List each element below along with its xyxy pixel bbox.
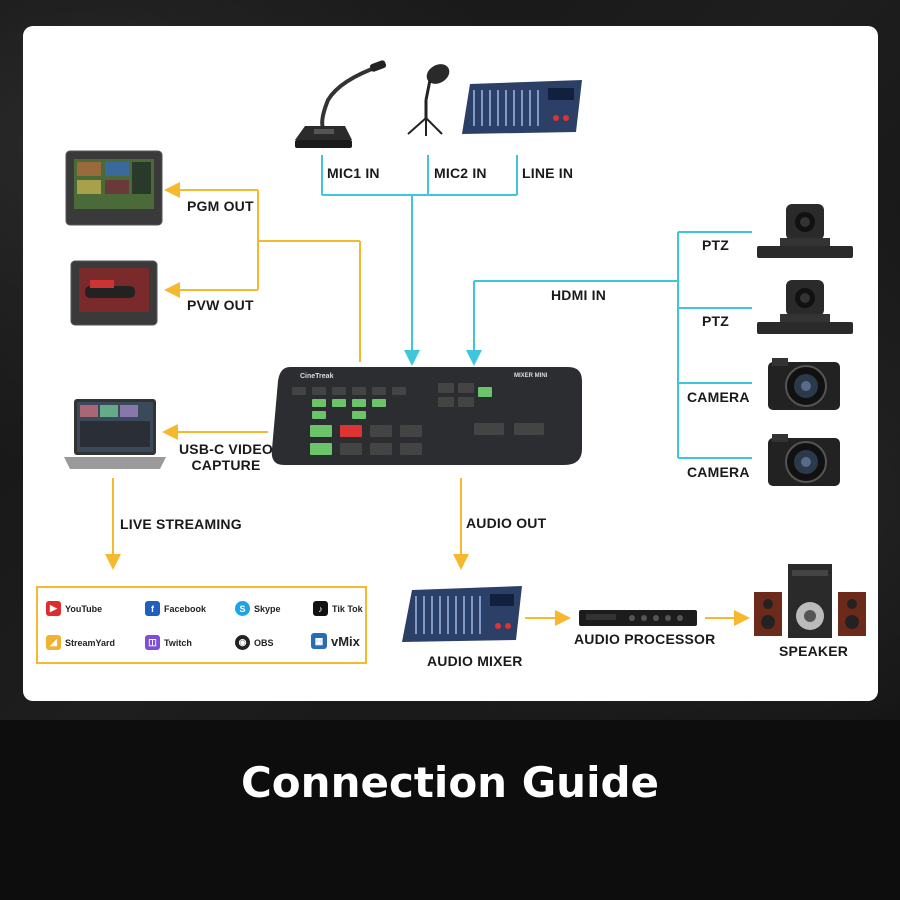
live-streaming-label: LIVE STREAMING: [120, 516, 242, 532]
facebook-icon: f: [145, 601, 160, 616]
vmix-icon: ▦: [311, 633, 327, 649]
usbc-capture-label-line1: USB-C VIDEO: [179, 441, 273, 457]
line-in-label: LINE IN: [522, 165, 574, 181]
speaker-label: SPEAKER: [779, 643, 849, 659]
platform-label: OBS: [254, 637, 274, 648]
hdmi-in-label: HDMI IN: [551, 287, 607, 303]
platform-skype: S Skype: [235, 601, 281, 616]
capture-output-lines: [105, 424, 268, 570]
monitor-output-lines: [164, 182, 361, 362]
platform-vmix: ▦ vMix: [311, 633, 360, 649]
line-mixer: [462, 80, 582, 134]
platform-label: Twitch: [164, 637, 192, 648]
platform-label: YouTube: [65, 603, 103, 614]
pvw-monitor: [70, 260, 158, 326]
audio-processor: [579, 610, 697, 626]
gooseneck-microphone: [295, 60, 387, 148]
camera-label-1: CAMERA: [687, 389, 750, 405]
tiktok-icon: ♪: [313, 601, 328, 616]
ptz-camera-1: [757, 204, 853, 258]
platform-obs: ◉ OBS: [235, 635, 274, 650]
platform-label: Skype: [254, 603, 281, 614]
streamyard-icon: ◢: [46, 635, 61, 650]
connection-lines: [105, 155, 752, 626]
page-title: Connection Guide: [240, 758, 660, 807]
camera-label-2: CAMERA: [687, 464, 750, 480]
diagram-card: [23, 26, 878, 701]
streaming-platforms-box: [36, 586, 367, 664]
platform-facebook: f Facebook: [145, 601, 206, 616]
ptz-label-1: PTZ: [702, 237, 730, 253]
pgm-out-label: PGM OUT: [187, 198, 254, 214]
mic1-in-label: MIC1 IN: [327, 165, 380, 181]
youtube-icon: ▶: [46, 601, 61, 616]
platform-twitch: ◫ Twitch: [145, 635, 192, 650]
platform-label: StreamYard: [65, 637, 116, 648]
twitch-icon: ◫: [145, 635, 160, 650]
mic-input-lines: [321, 155, 518, 366]
platform-label: Facebook: [164, 603, 207, 614]
platform-label: Tik Tok: [332, 603, 363, 614]
mic2-in-label: MIC2 IN: [434, 165, 487, 181]
skype-icon: S: [235, 601, 250, 616]
video-switcher: CineTreak MIXER MINI: [271, 367, 582, 465]
switcher-brand: CineTreak: [300, 373, 334, 380]
audio-mixer: [402, 586, 522, 642]
audio-mixer-label: AUDIO MIXER: [427, 653, 523, 669]
pvw-out-label: PVW OUT: [187, 297, 254, 313]
audio-processor-label: AUDIO PROCESSOR: [574, 631, 716, 647]
camera-2: [768, 434, 840, 486]
pgm-monitor: [65, 150, 163, 226]
ptz-camera-2: [757, 280, 853, 334]
switcher-model: MIXER MINI: [514, 373, 548, 379]
ptz-label-2: PTZ: [702, 313, 730, 329]
obs-icon: ◉: [235, 635, 250, 650]
studio-microphone: [407, 64, 450, 136]
audio-out-label: AUDIO OUT: [466, 515, 547, 531]
platform-label: vMix: [331, 633, 360, 649]
platform-youtube: ▶ YouTube: [46, 601, 102, 616]
laptop: [64, 399, 166, 469]
speaker-system: [754, 564, 866, 638]
platform-streamyard: ◢ StreamYard: [46, 635, 115, 650]
hdmi-input-lines: [466, 231, 752, 459]
audio-output-lines: [453, 478, 750, 626]
usbc-capture-label-line2: CAPTURE: [191, 457, 261, 473]
platform-tiktok: ♪ Tik Tok: [313, 601, 363, 616]
camera-1: [768, 358, 840, 410]
